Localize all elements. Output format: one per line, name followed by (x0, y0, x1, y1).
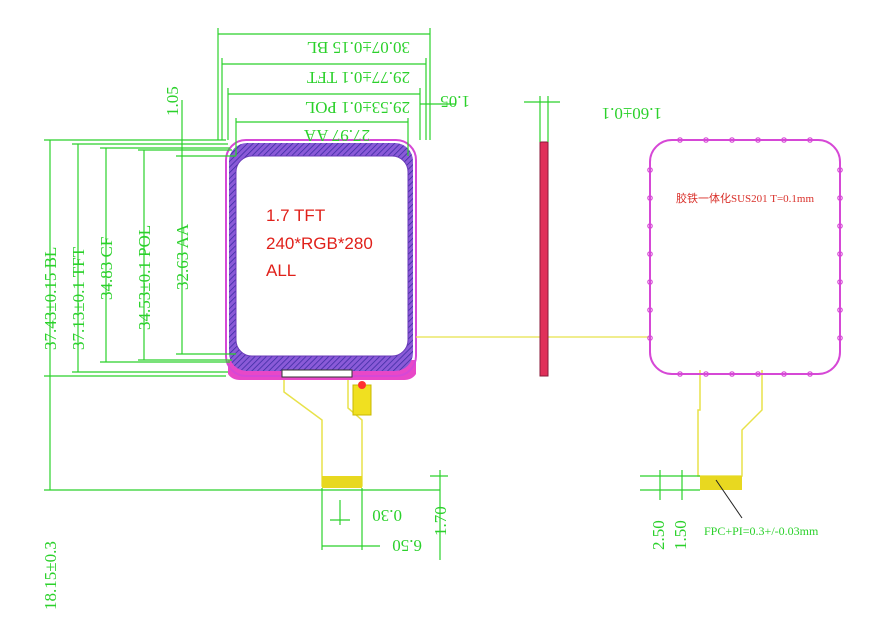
fpc-pitch-label: 0.30 (372, 506, 402, 525)
outline-bumps (647, 137, 843, 377)
total-height-label: 18.15±0.3 (41, 541, 60, 610)
aa-height-label: 32.63 AA (173, 223, 192, 290)
outline-bump (837, 307, 843, 313)
outline-bump (647, 251, 653, 257)
display-label-line2: 240*RGB*280 (266, 234, 373, 253)
display-label-line1: 1.7 TFT (266, 206, 325, 225)
cf-height-label: 34.83 CF (97, 237, 116, 300)
aa-width-label: 27.97 AA (303, 126, 370, 145)
outline-bump (807, 137, 813, 143)
outline-bump (647, 279, 653, 285)
bl-width-label: 30.07±0.15 BL (307, 38, 410, 57)
outline-bump (837, 335, 843, 341)
outline-bump (647, 307, 653, 313)
fpc-gold-fingers (322, 476, 362, 488)
outline-bump (703, 137, 709, 143)
side-profile (539, 141, 549, 377)
outline-bump (837, 279, 843, 285)
fpc-dimensions (321, 470, 448, 560)
outline-bump (729, 137, 735, 143)
outline-bump (807, 371, 813, 377)
front-view: 1.7 TFT 240*RGB*280 ALL (225, 139, 417, 488)
outline-bump (837, 195, 843, 201)
outline-bump (677, 371, 683, 377)
top-dimensions (217, 28, 456, 156)
fpc-flex (283, 377, 363, 487)
outline-bump (781, 371, 787, 377)
outline-bump (729, 371, 735, 377)
thickness-label: 1.60±0.1 (602, 104, 662, 123)
active-area (235, 155, 409, 357)
back-view: 胶铁一体化SUS201 T=0.1mm FPC+PI=0.3+/-0.03mm … (640, 139, 841, 550)
back-fpc (697, 370, 763, 477)
offset-left-label: 1.05 (163, 86, 182, 116)
back-material-note: 胶铁一体化SUS201 T=0.1mm (676, 191, 814, 205)
left-dimension-labels: 37.43±0.15 BL 37.13±0.1 TFT 34.83 CF 34.… (41, 223, 192, 610)
display-label-line3: ALL (266, 261, 296, 280)
outline-bump (755, 371, 761, 377)
tft-height-label: 37.13±0.1 TFT (69, 246, 88, 350)
pol-width-label: 29.53±0.1 POL (305, 98, 410, 117)
fpc-connector (281, 369, 353, 378)
top-dimension-labels: 30.07±0.15 BL 29.77±0.1 TFT 29.53±0.1 PO… (163, 38, 470, 145)
bl-height-label: 37.43±0.15 BL (41, 247, 60, 350)
outline-bump (837, 167, 843, 173)
outline-bump (755, 137, 761, 143)
side-view: 1.60±0.1 (416, 96, 662, 377)
tft-width-label: 29.77±0.1 TFT (306, 68, 410, 87)
outline-bump (647, 335, 653, 341)
fpc-spec-note: FPC+PI=0.3+/-0.03mm (704, 524, 819, 538)
back-outline (649, 139, 841, 375)
fpc-tail-label: 1.70 (431, 506, 450, 536)
outline-bump (677, 137, 683, 143)
back-gold-fingers (700, 476, 742, 490)
outline-bump (781, 137, 787, 143)
back-dim-b-label: 1.50 (671, 520, 690, 550)
back-dim-a-label: 2.50 (649, 520, 668, 550)
left-dimensions (44, 100, 440, 491)
outline-bump (837, 251, 843, 257)
outline-bump (837, 223, 843, 229)
fpc-component (358, 381, 366, 389)
fpc-dimension-labels: 0.30 6.50 1.70 (372, 506, 450, 555)
fpc-stiffener (352, 384, 372, 416)
outline-bump (647, 167, 653, 173)
pol-height-label: 34.53±0.1 POL (135, 225, 154, 330)
offset-right-label: 1.05 (440, 92, 470, 111)
fpc-width-label: 6.50 (392, 536, 422, 555)
outline-bump (647, 195, 653, 201)
outline-bump (703, 371, 709, 377)
outline-bump (647, 223, 653, 229)
